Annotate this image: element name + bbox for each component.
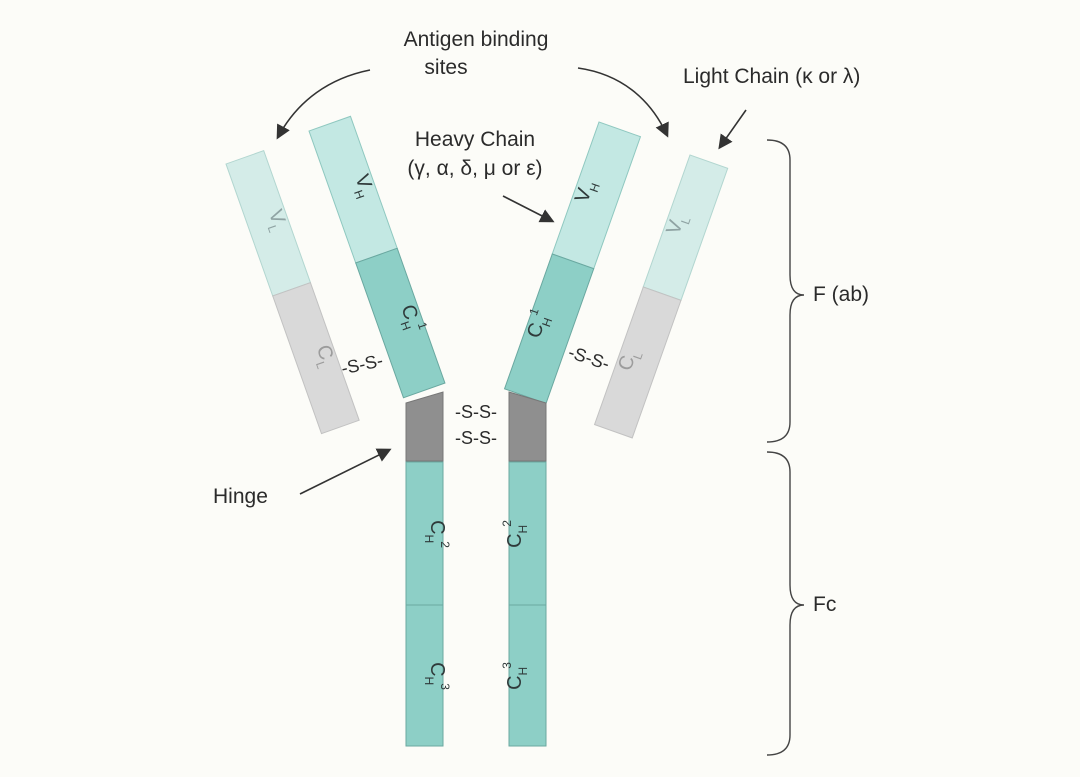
right-vh-domain: [551, 121, 642, 270]
light-chain-label: Light Chain (κ or λ): [683, 65, 860, 88]
right-heavy-arm: VH CH1: [503, 121, 642, 405]
right-disulfide-bond: -S-S-: [566, 342, 612, 374]
antigen-arrow-right: [577, 67, 669, 138]
hinge-disulfide-bond-2: -S-S-: [455, 428, 497, 448]
fab-label: F (ab): [813, 283, 869, 306]
right-hinge: [508, 391, 547, 462]
right-ch3-domain: [508, 604, 547, 747]
antigen-binding-label-line2: sites: [424, 56, 467, 79]
left-ch3-label: CH3: [422, 662, 452, 690]
antigen-arrow-left: [276, 69, 371, 140]
fc-label: Fc: [813, 593, 836, 616]
right-fc-stem: CH2 CH3: [500, 461, 547, 747]
right-cl-domain: [593, 286, 682, 439]
left-ch2-label: CH2: [422, 520, 452, 548]
antigen-binding-label-line1: Antigen binding: [404, 28, 549, 51]
light-chain-arrow: [718, 109, 747, 150]
hinge-arrow: [299, 448, 392, 495]
heavy-chain-label-line1: Heavy Chain: [415, 128, 535, 151]
left-disulfide-bond: -S-S-: [339, 350, 384, 378]
right-ch2-label: CH2: [500, 520, 530, 548]
right-ch1-domain: [503, 253, 595, 405]
left-cl-domain: [272, 281, 360, 435]
left-hinge: [405, 391, 444, 462]
heavy-chain-label-line2: (γ, α, δ, μ or ε): [407, 157, 542, 180]
hinge-label: Hinge: [213, 485, 268, 508]
left-ch3-domain: [405, 604, 444, 747]
hinge-disulfide-bond-1: -S-S-: [455, 402, 497, 422]
right-ch3-label: CH3: [500, 662, 530, 690]
right-ch2-domain: [508, 461, 547, 606]
heavy-chain-arrow: [502, 195, 555, 223]
left-cl-label: CL: [308, 342, 340, 371]
fc-brace: [766, 451, 805, 756]
right-vl-label: VL: [662, 211, 693, 239]
left-light-chain: VL CL: [225, 150, 360, 435]
right-cl-label: CL: [614, 346, 646, 375]
left-fc-stem: CH2 CH3: [405, 461, 452, 747]
right-light-chain: VL CL: [593, 154, 729, 439]
left-heavy-arm: VH CH1: [308, 115, 446, 399]
left-ch1-domain: [355, 247, 446, 399]
left-vh-domain: [308, 115, 398, 264]
fab-brace: [766, 139, 805, 443]
